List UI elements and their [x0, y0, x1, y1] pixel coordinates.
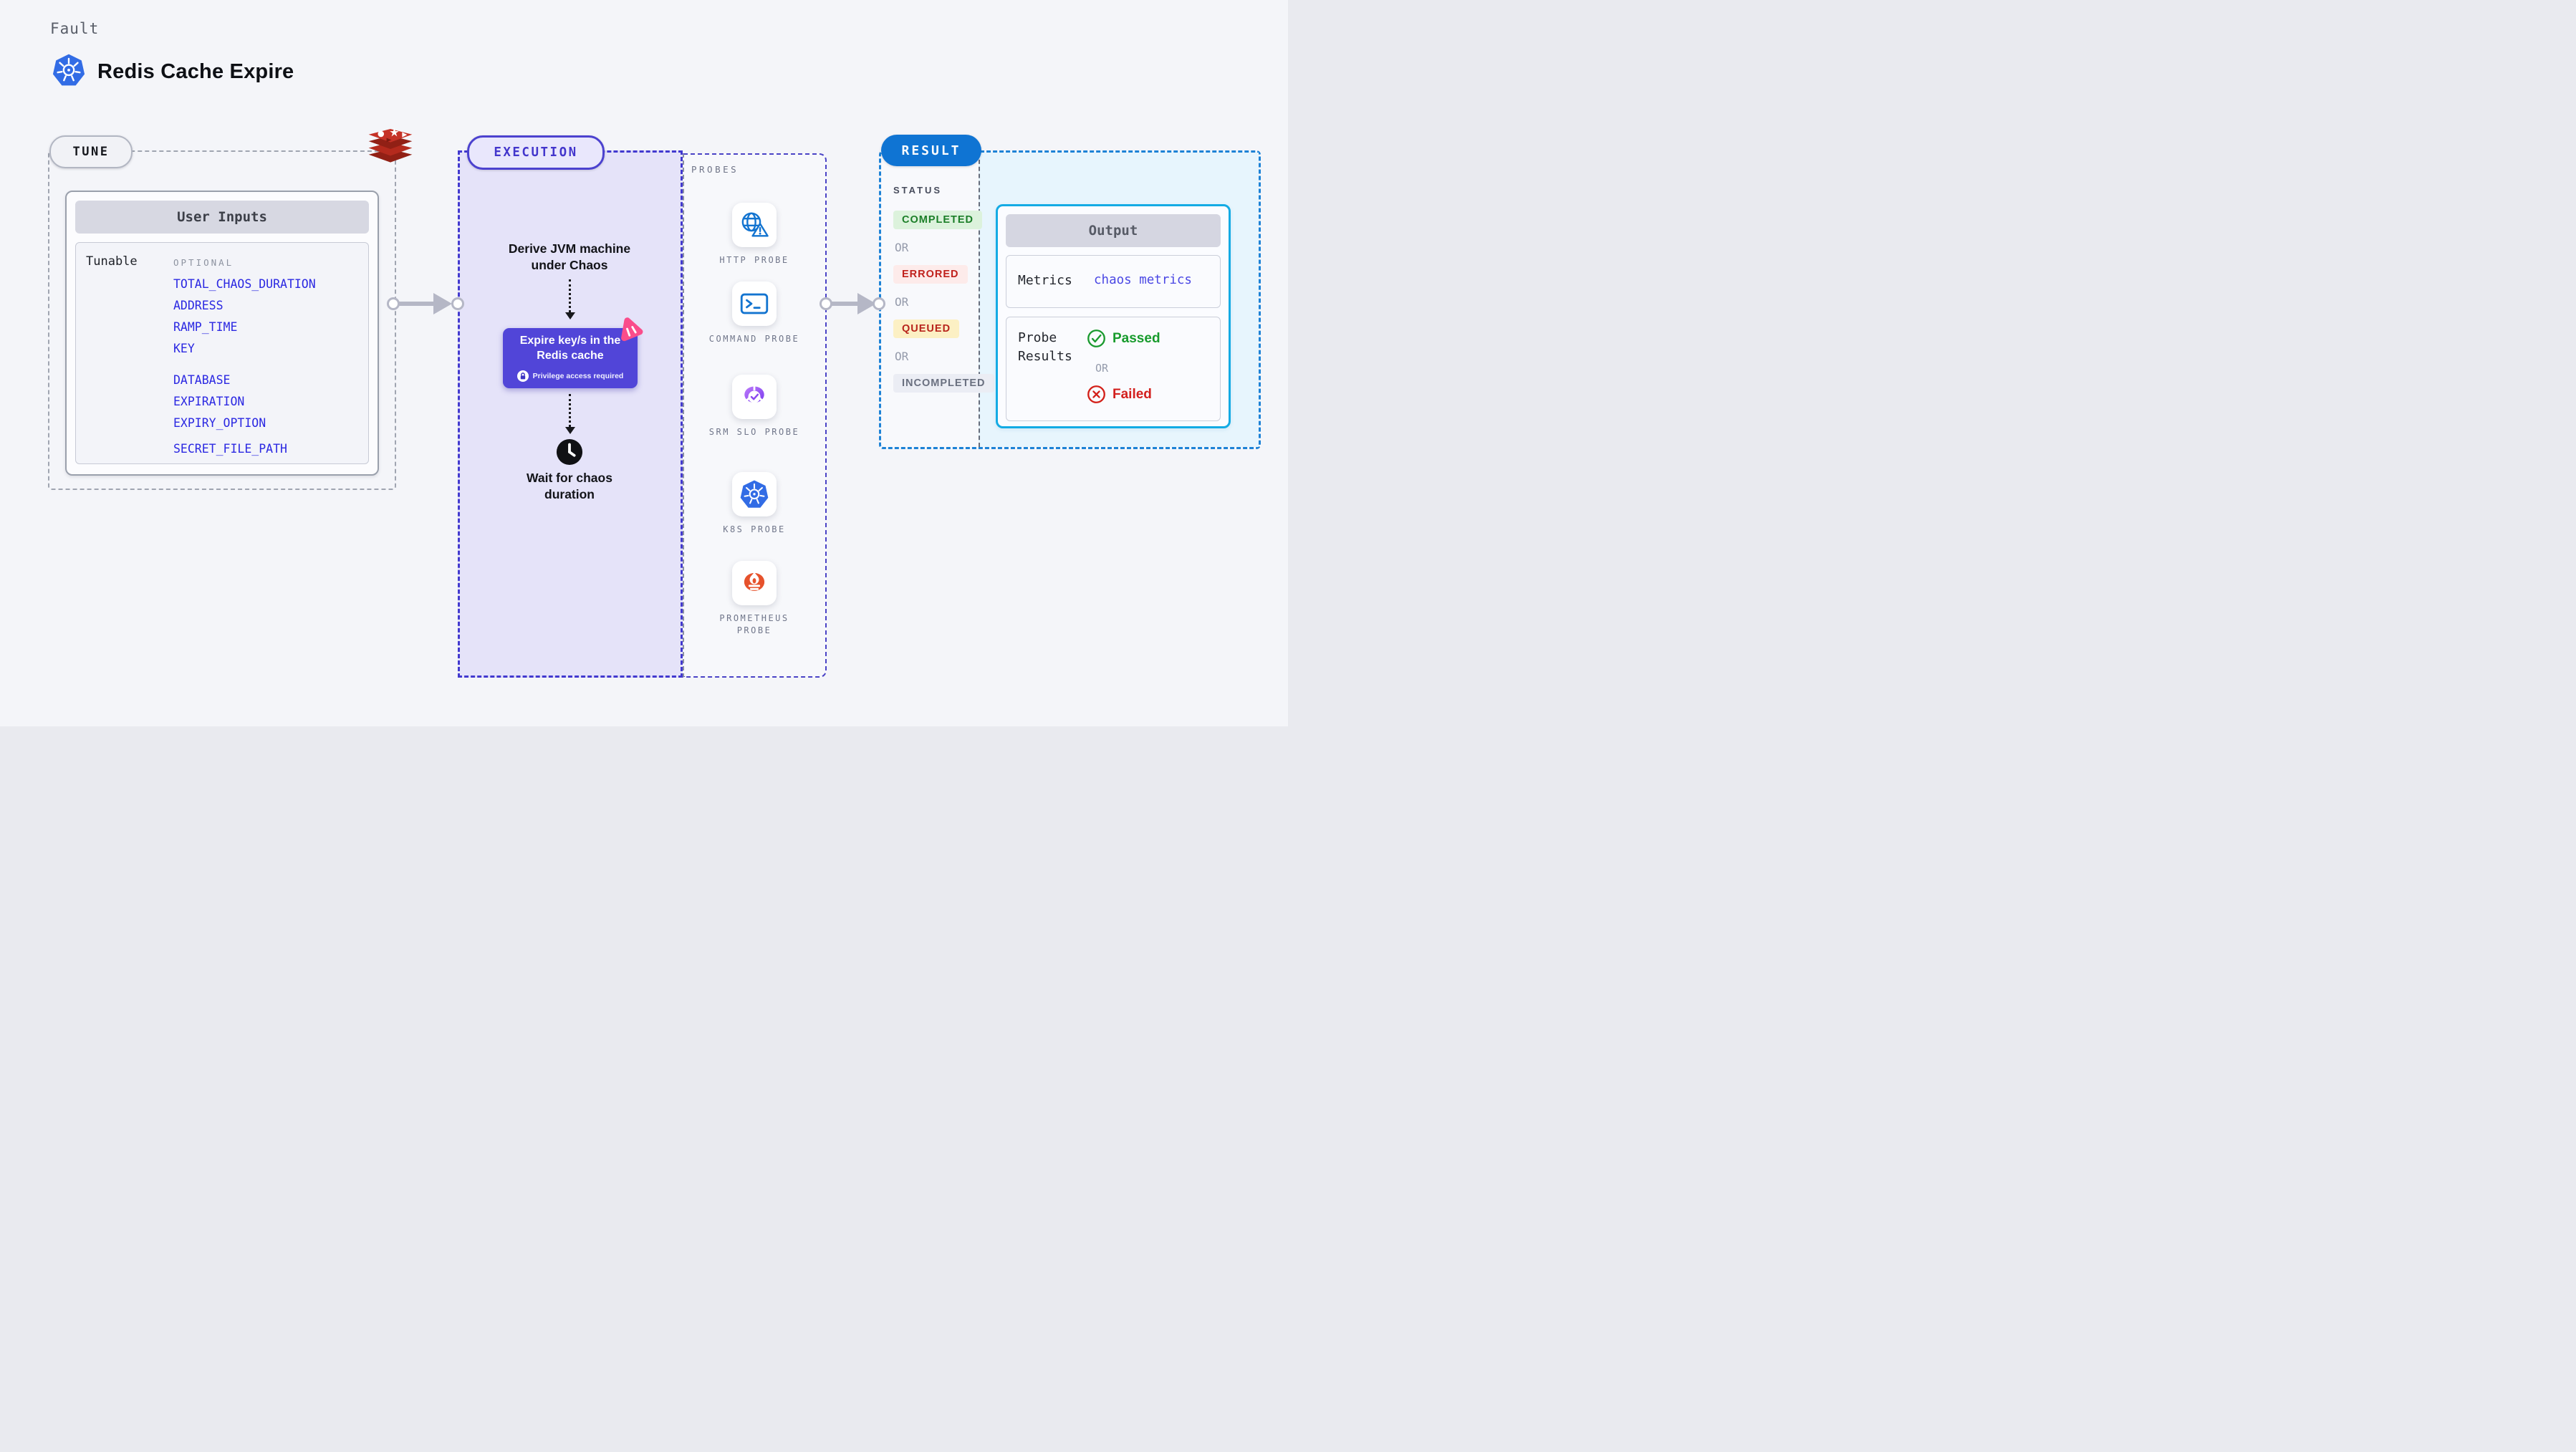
param-link[interactable]: TOTAL_CHAOS_DURATION — [173, 277, 316, 291]
user-inputs-body: Tunable OPTIONAL TOTAL_CHAOS_DURATION AD… — [75, 242, 369, 464]
status-badge-incompleted: INCOMPLETED — [893, 374, 994, 393]
param-group: TOTAL_CHAOS_DURATION ADDRESS RAMP_TIME K… — [173, 277, 316, 363]
connector-line — [398, 302, 435, 306]
diagram-canvas: Fault Redis Cache Expire TUNE User Input… — [0, 0, 1288, 726]
probe-label: COMMAND PROBE — [708, 334, 800, 344]
param-group: DATABASE EXPIRATION EXPIRY_OPTION — [173, 373, 266, 438]
user-inputs-card: User Inputs Tunable OPTIONAL TOTAL_CHAOS… — [65, 191, 379, 476]
verdict-failed: Failed — [1087, 385, 1152, 404]
probe-card-http — [732, 203, 777, 247]
k8s-probe-icon — [740, 480, 769, 508]
fault-step-label: Expire key/s in the Redis cache — [519, 335, 621, 362]
param-link[interactable]: KEY — [173, 342, 195, 355]
status-badge-queued: QUEUED — [893, 319, 960, 338]
flow-dotted-line — [569, 279, 571, 312]
or-separator: OR — [895, 241, 909, 254]
x-circle-icon — [1087, 385, 1105, 403]
metrics-label: Metrics — [1018, 273, 1072, 288]
connector-ring — [820, 297, 832, 310]
result-section-badge: RESULT — [881, 135, 981, 166]
srm-slo-probe-icon — [744, 385, 764, 403]
probe-card-command — [732, 282, 777, 326]
probe-label: PROMETHEUS PROBE — [719, 613, 789, 635]
metrics-value-link[interactable]: chaos metrics — [1094, 273, 1192, 287]
param-group: SECRET_FILE_PATH — [173, 442, 287, 463]
connector-ring — [451, 297, 464, 310]
step-derive-jvm: Derive JVM machine under Chaos — [508, 241, 631, 272]
optional-column-label: OPTIONAL — [173, 257, 234, 268]
clock-icon — [556, 438, 583, 466]
status-badge-completed: COMPLETED — [893, 211, 983, 229]
param-link[interactable]: RAMP_TIME — [173, 320, 238, 334]
failed-label: Failed — [1112, 386, 1152, 402]
param-link[interactable]: EXPIRY_OPTION — [173, 416, 266, 430]
metrics-row: Metrics chaos metrics — [1006, 255, 1221, 308]
probe-label: K8S PROBE — [723, 524, 786, 534]
param-link[interactable]: ADDRESS — [173, 299, 224, 312]
status-badge-errored: ERRORED — [893, 265, 968, 284]
connector-ring — [873, 297, 885, 310]
param-link[interactable]: DATABASE — [173, 373, 231, 387]
privilege-note: Privilege access required — [503, 370, 638, 382]
page-title: Redis Cache Expire — [97, 60, 294, 83]
probe-card-prometheus — [732, 561, 777, 605]
passed-label: Passed — [1112, 330, 1160, 346]
tunable-row-label: Tunable — [86, 254, 138, 269]
probe-results-row: Probe Results Passed OR Failed — [1006, 317, 1221, 421]
check-circle-icon — [1087, 330, 1105, 347]
tune-section-badge: TUNE — [49, 135, 133, 168]
probe-results-label: Probe Results — [1018, 330, 1072, 364]
probe-label: HTTP PROBE — [719, 255, 789, 265]
or-separator: OR — [1095, 362, 1109, 375]
probe-card-srm-slo — [732, 375, 777, 419]
execution-section-badge: EXECUTION — [467, 135, 605, 170]
http-probe-icon — [741, 212, 769, 237]
connector-line — [830, 302, 859, 306]
probe-card-k8s — [732, 472, 777, 516]
redis-icon — [368, 128, 413, 163]
param-link[interactable]: SECRET_FILE_PATH — [173, 442, 287, 456]
tune-section-outline — [48, 150, 396, 490]
or-separator: OR — [895, 350, 909, 363]
or-separator: OR — [895, 295, 909, 309]
flow-dotted-line — [569, 394, 571, 427]
connector-arrowhead — [433, 293, 452, 314]
user-inputs-header: User Inputs — [75, 201, 369, 234]
fault-kind-label: Fault — [50, 20, 100, 37]
flow-arrowhead — [565, 427, 575, 434]
lock-icon — [516, 370, 529, 382]
status-column-label: STATUS — [893, 185, 943, 196]
command-probe-icon — [740, 293, 769, 314]
step-wait-duration: Wait for chaos duration — [527, 471, 612, 501]
kubernetes-icon — [52, 54, 85, 86]
prometheus-probe-icon — [744, 572, 765, 591]
output-card-header: Output — [1006, 214, 1221, 247]
privilege-note-text: Privilege access required — [532, 372, 624, 380]
output-card: Output Metrics chaos metrics Probe Resul… — [996, 204, 1231, 428]
litmus-chaos-icon — [621, 317, 643, 342]
fault-step-box: Expire key/s in the Redis cache Privileg… — [503, 328, 638, 388]
verdict-passed: Passed — [1087, 329, 1160, 348]
probes-section-label: PROBES — [691, 164, 739, 175]
flow-arrowhead — [565, 312, 575, 319]
probe-label: SRM SLO PROBE — [708, 427, 800, 437]
connector-ring — [387, 297, 400, 310]
param-link[interactable]: EXPIRATION — [173, 395, 245, 408]
